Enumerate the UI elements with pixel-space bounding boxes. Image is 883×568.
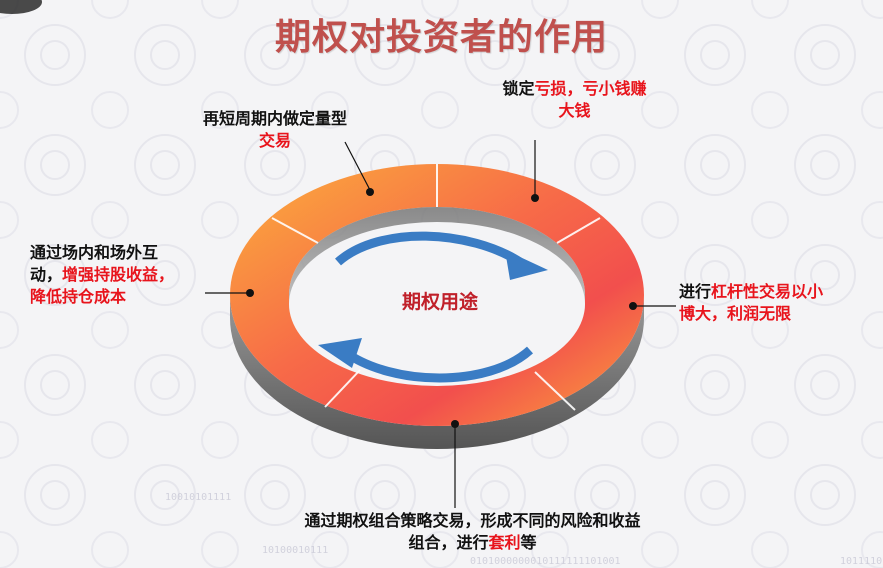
label-line: 进行 [679,282,711,301]
label-highlight: 交易 [190,130,360,152]
label-line: 等 [521,533,537,552]
center-label: 期权用途 [380,287,500,314]
label-line: 锁定 [502,79,534,98]
label-short-cycle-trading: 再短周期内做定量型 交易 [190,108,360,152]
label-line: 动， [30,265,62,284]
label-highlight: 大钱 [487,100,662,122]
label-highlight: 增强持股收益， [62,265,174,284]
label-combination-strategy: 通过期权组合策略交易，形成不同的风险和收益 组合，进行套利等 [250,510,695,554]
label-lock-loss: 锁定亏损，亏小钱赚 大钱 [487,78,662,122]
label-leverage-trading: 进行杠杆性交易以小 博大，利润无限 [679,281,859,325]
label-highlight: 亏损，亏小钱赚 [535,79,647,98]
label-line: 组合，进行 [408,533,488,552]
label-line: 通过场内和场外互 [30,242,210,264]
label-line: 再短周期内做定量型 [190,108,360,130]
label-highlight: 杠杆性交易以小 [711,282,823,301]
label-highlight: 套利 [488,533,520,552]
label-highlight: 降低持仓成本 [30,286,210,308]
label-line: 通过期权组合策略交易，形成不同的风险和收益 [250,510,695,532]
label-enhance-holding-income: 通过场内和场外互 动，增强持股收益， 降低持仓成本 [30,242,210,308]
label-highlight: 博大，利润无限 [679,303,859,325]
